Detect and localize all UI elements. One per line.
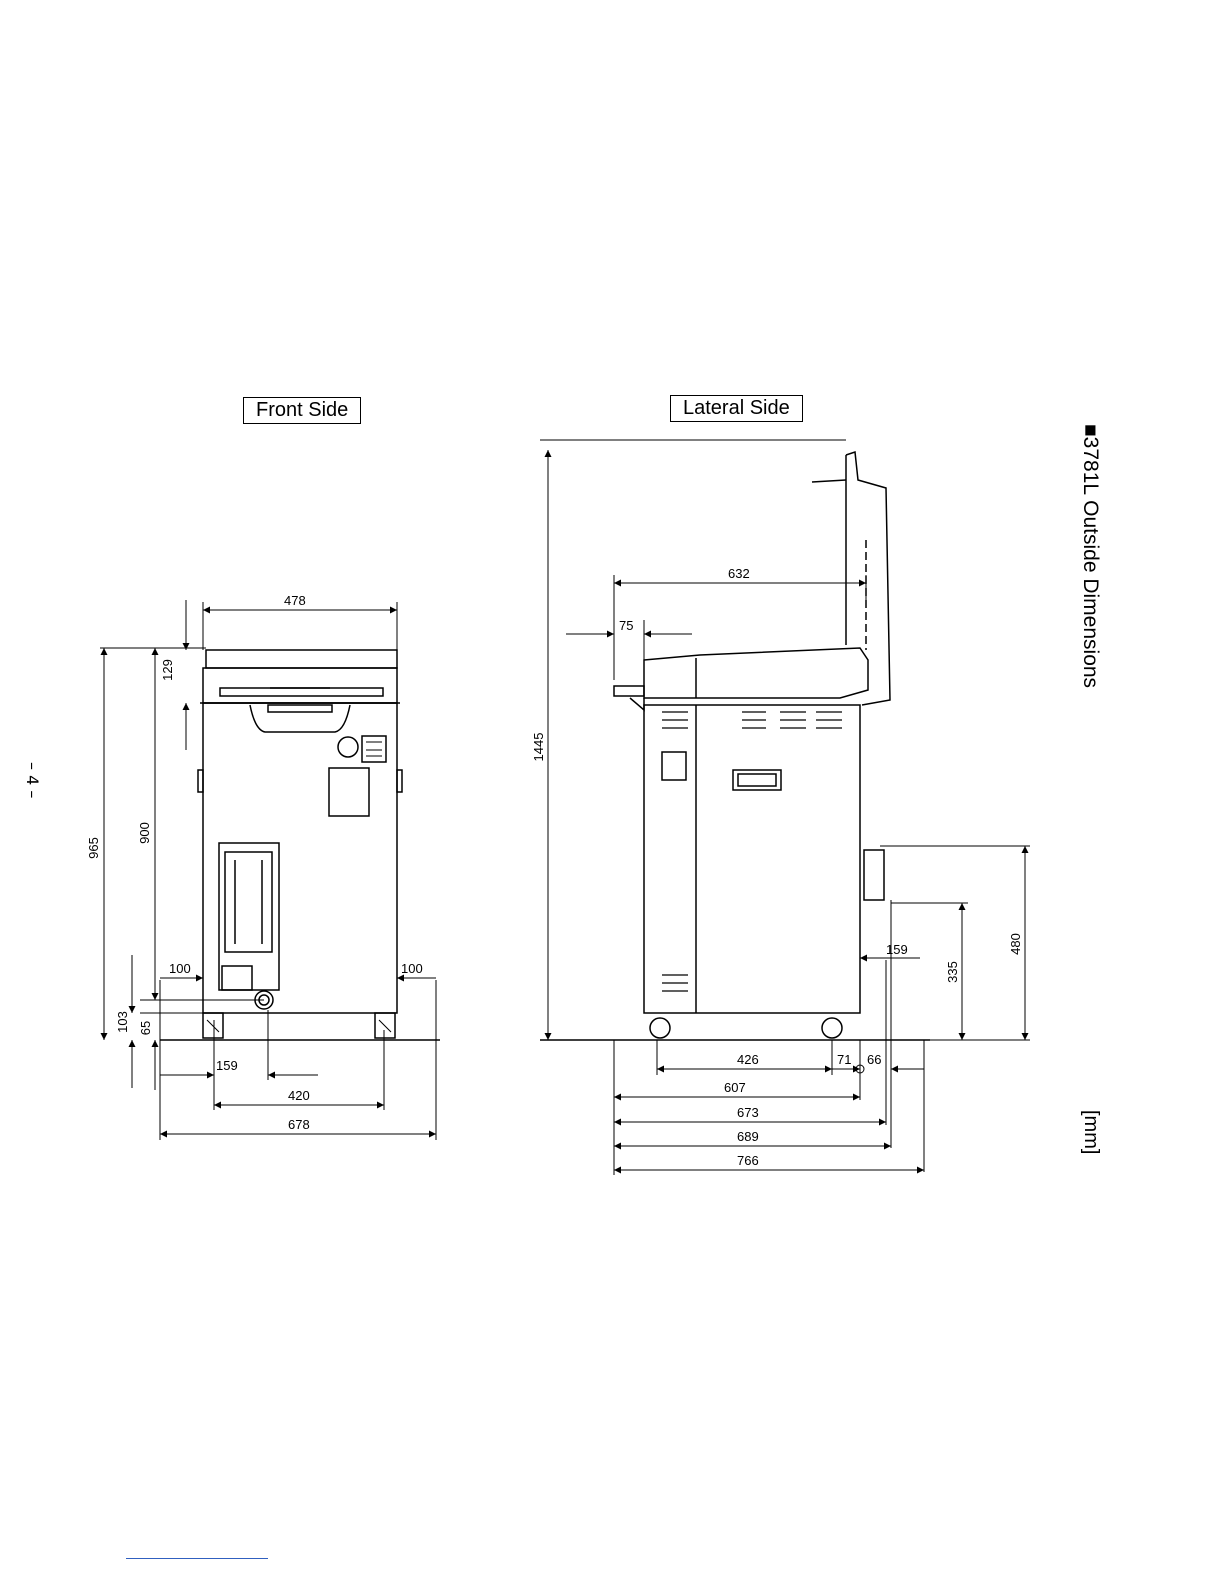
lateral-side-label: Lateral Side	[670, 395, 803, 422]
lateral-dim-lines	[540, 440, 1030, 1175]
dim-front-overall-width: 678	[288, 1117, 310, 1132]
front-dim-lines	[100, 600, 436, 1140]
dim-lat-66: 66	[867, 1052, 881, 1067]
lateral-view	[540, 452, 930, 1040]
dim-front-wheelbase: 420	[288, 1088, 310, 1103]
dim-lat-159: 159	[886, 942, 908, 957]
dim-lat-wheel-span: 426	[737, 1052, 759, 1067]
dim-front-left-clear: 100	[169, 961, 191, 976]
dim-lat-673: 673	[737, 1105, 759, 1120]
dim-lat-71: 71	[837, 1052, 851, 1067]
front-view	[160, 650, 440, 1040]
dim-front-width-top: 478	[284, 593, 306, 608]
dim-front-right-clear: 100	[401, 961, 423, 976]
dim-lat-lid-offset: 75	[619, 618, 633, 633]
dim-front-body-height: 900	[137, 822, 152, 844]
lateral-dim-texts: 1445 632 75 426 71 66 607 673 689 766 15…	[531, 566, 1023, 1168]
drawing-title: ■3781L Outside Dimensions	[1078, 424, 1102, 688]
dim-front-base-65: 65	[138, 1021, 153, 1035]
dim-front-lid-height: 129	[160, 659, 175, 681]
dim-lat-689: 689	[737, 1129, 759, 1144]
dim-lat-open-height: 1445	[531, 733, 546, 762]
dim-front-offset-159: 159	[216, 1058, 238, 1073]
front-dim-texts: 478 129 965 900 100 100 103 65 159 420 6…	[86, 593, 423, 1132]
dim-front-total-height: 965	[86, 837, 101, 859]
unit-label: [mm]	[1079, 1110, 1102, 1154]
dim-lat-766: 766	[737, 1153, 759, 1168]
footer-rule	[126, 1558, 268, 1559]
dim-lat-480: 480	[1008, 933, 1023, 955]
dim-lat-lid-depth: 632	[728, 566, 750, 581]
dim-lat-335: 335	[945, 961, 960, 983]
dim-front-base-103: 103	[115, 1011, 130, 1033]
page-number: – 4 –	[23, 762, 42, 798]
front-side-label: Front Side	[243, 397, 361, 424]
dim-lat-607: 607	[724, 1080, 746, 1095]
